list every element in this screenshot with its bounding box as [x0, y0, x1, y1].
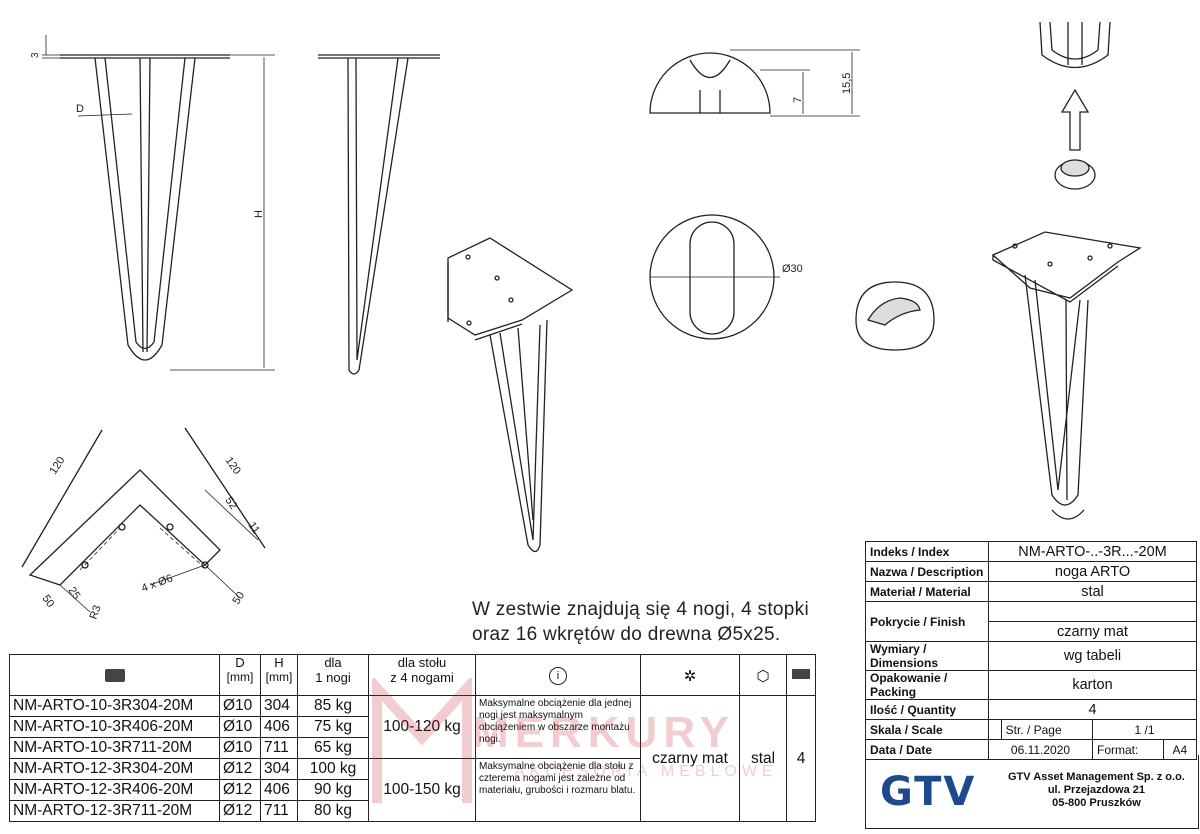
- company-block: GTV GTV Asset Management Sp. z o.o. ul. …: [865, 755, 1199, 829]
- material-cell: stal: [739, 695, 787, 822]
- dim-15-5: 15,5: [841, 73, 853, 94]
- leg-front-view: [42, 35, 275, 371]
- leg-large-isometric: [991, 231, 1142, 520]
- col-material: ⬡: [739, 654, 787, 696]
- plate-drawing: [21, 427, 266, 613]
- dim-52: 52: [223, 495, 240, 512]
- col-finish: ✲: [640, 654, 740, 696]
- table-load-2: 100-150 kg: [368, 758, 476, 822]
- dim-D: D: [76, 103, 84, 115]
- desc-2: Maksymalne obciążenie dla stołu z cztere…: [475, 758, 641, 822]
- dim-holes: 4 x Ø6: [140, 572, 175, 594]
- boxes-icon: ⬡: [756, 668, 770, 685]
- company-address: GTV Asset Management Sp. z o.o. ul. Prze…: [1008, 771, 1185, 809]
- dim-H: H: [253, 210, 265, 218]
- folder-icon: [104, 669, 125, 682]
- dim-50b: 50: [230, 590, 247, 607]
- dim-3: 3: [30, 52, 41, 58]
- col-info: i: [475, 654, 641, 696]
- dim-50a: 50: [40, 593, 57, 610]
- gtv-logo: GTV: [880, 769, 977, 815]
- dim-25: 25: [66, 585, 83, 602]
- col-index: [9, 654, 220, 696]
- dim-120a: 120: [47, 455, 67, 477]
- assembly-detail: [1039, 21, 1111, 190]
- kit-note-line-1: W zestwie znajdują się 4 nogi, 4 stopki: [472, 599, 809, 620]
- table-load-1: 100-120 kg: [368, 695, 476, 759]
- recycle-icon: ✲: [683, 668, 697, 685]
- leg-side-view: [318, 54, 440, 375]
- qty-cell: 4: [786, 695, 816, 822]
- kit-note: W zestwie znajdują się 4 nogi, 4 stopki …: [472, 597, 809, 647]
- col-d: D[mm]: [219, 654, 261, 696]
- dim-120b: 120: [223, 455, 243, 477]
- foot-3d: [855, 281, 935, 351]
- foot-section: [649, 49, 860, 117]
- kit-note-line-2: oraz 16 wkrętów do drewna Ø5x25.: [472, 624, 781, 645]
- finish-cell: czarny mat: [640, 695, 740, 822]
- leg-isometric-view: [447, 237, 574, 553]
- carton-icon: [792, 669, 810, 679]
- dim-dia30: Ø30: [782, 263, 803, 275]
- dim-7: 7: [792, 97, 804, 103]
- dim-R3: R3: [88, 604, 104, 621]
- col-qty: [786, 654, 816, 696]
- info-icon: i: [549, 667, 567, 685]
- desc-1: Maksymalne obciążenie dla jednej nogi je…: [475, 695, 641, 759]
- col-h: H[mm]: [260, 654, 298, 696]
- dim-11: 11: [246, 520, 262, 536]
- foot-top-view: [649, 214, 780, 340]
